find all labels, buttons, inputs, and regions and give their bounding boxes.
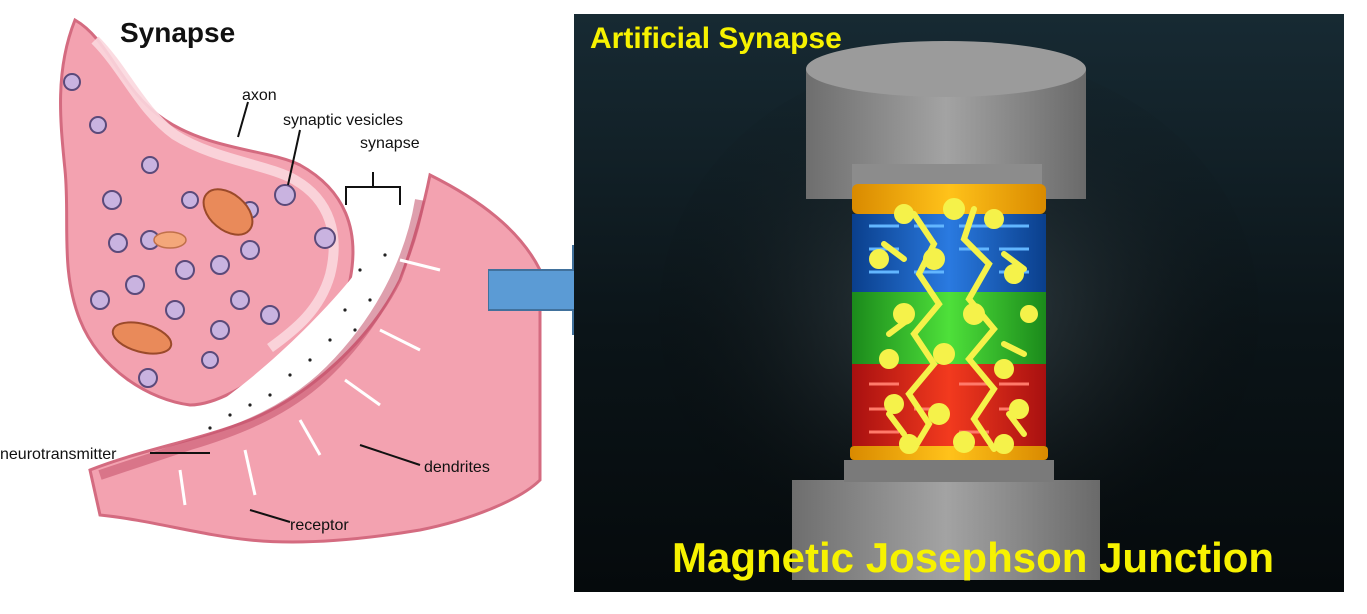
bottom-electrode: [792, 480, 1100, 580]
mitochondrion: [111, 321, 173, 355]
label-synapse: synapse: [360, 135, 420, 152]
label-synaptic-vesicles: synaptic vesicles: [283, 112, 403, 129]
label-neurotransmitter: neurotransmitter: [0, 446, 117, 463]
magnetic-josephson-junction-caption: Magnetic Josephson Junction: [672, 534, 1275, 581]
synaptic-vesicles: [63, 73, 336, 388]
label-axon: axon: [242, 87, 277, 104]
synapse-drawing: Synapse axon synaptic vesicles synapse n…: [0, 17, 542, 544]
label-receptor: receptor: [290, 517, 349, 534]
artificial-synapse-title: Artificial Synapse: [590, 22, 842, 55]
clusters: [869, 198, 1038, 454]
receptors: [178, 258, 441, 506]
label-dendrites: dendrites: [424, 459, 490, 476]
josephson-junction-drawing: [659, 41, 1259, 580]
artificial-synapse-panel: Artificial Synapse Magnetic Josephson Ju…: [574, 14, 1344, 592]
synapse-illustration: Synapse axon synaptic vesicles synapse n…: [0, 0, 560, 614]
mitochondrion: [202, 188, 254, 236]
synapse-title: Synapse: [120, 17, 235, 48]
